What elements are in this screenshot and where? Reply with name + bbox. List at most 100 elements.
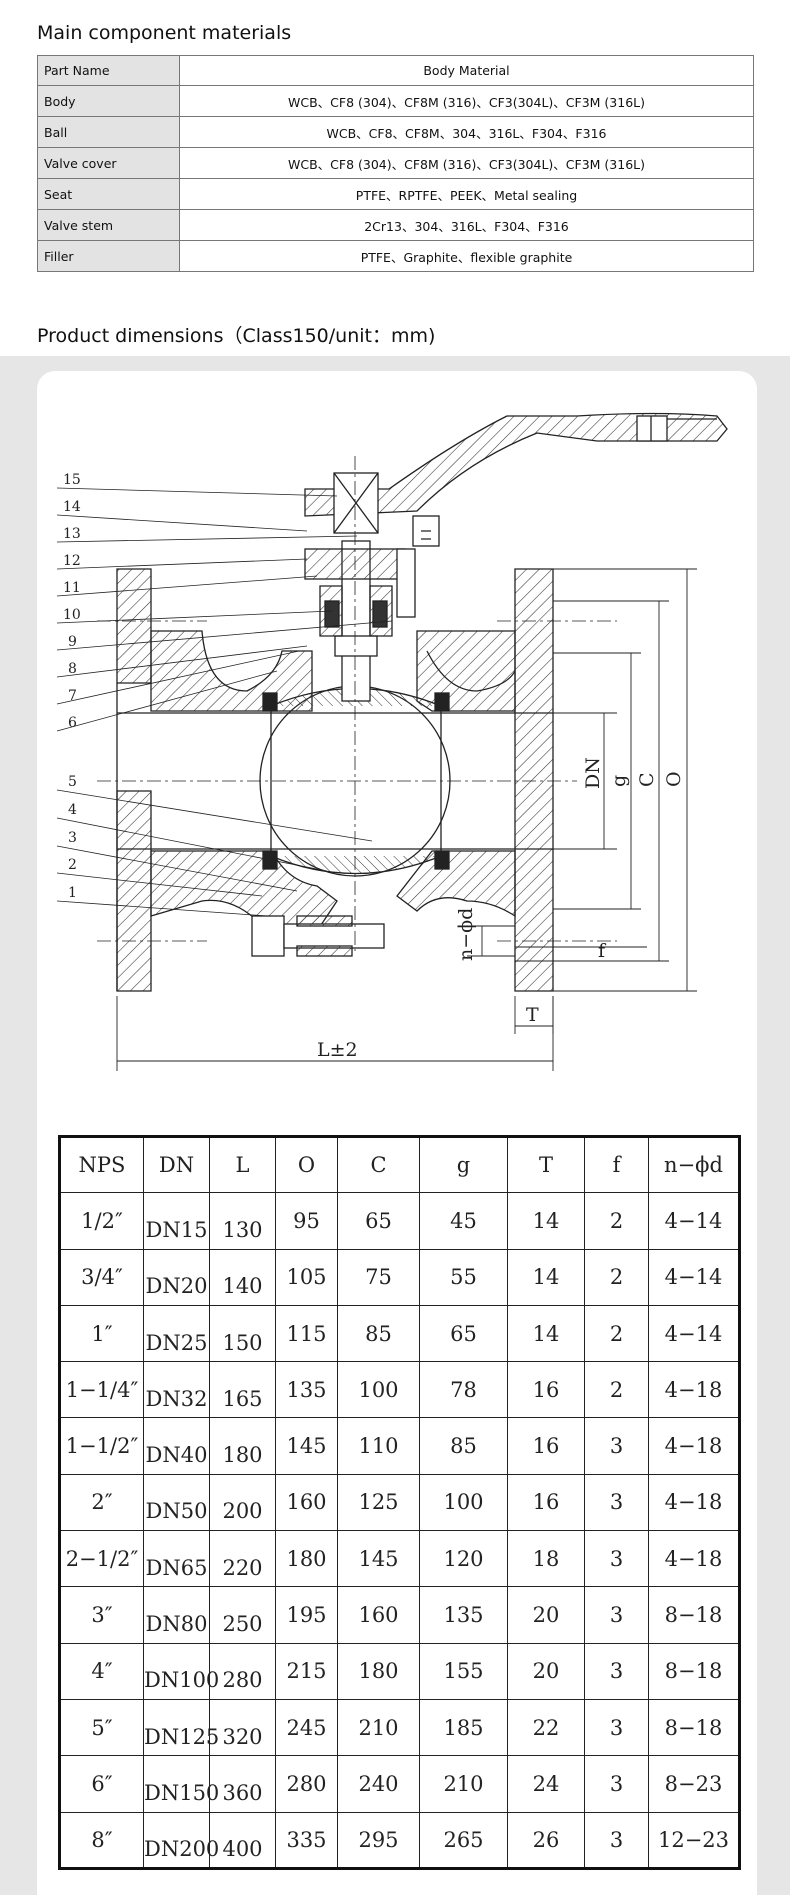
dimensions-cell: 85	[337, 1304, 420, 1363]
dimensions-cell: 4−18	[648, 1530, 740, 1588]
dimensions-cell: 14	[507, 1304, 585, 1363]
body-material-cell: WCB、CF8、CF8M、304、316L、F304、F316	[179, 116, 754, 148]
dim-label-dn: DN	[582, 757, 604, 789]
part-name-cell: Valve cover	[37, 147, 180, 179]
dim-label-o: O	[663, 771, 685, 787]
dimensions-cell: 20	[507, 1642, 585, 1700]
dimensions-cell: 3	[584, 1417, 649, 1475]
dimensions-cell: 4″	[59, 1642, 144, 1700]
dimensions-cell: 215	[275, 1642, 338, 1700]
dimensions-cell: 100	[419, 1473, 508, 1532]
dimensions-cell: 85	[419, 1417, 508, 1475]
dimensions-cell: 8−23	[648, 1755, 740, 1813]
dimensions-cell: g	[419, 1135, 508, 1194]
dimensions-cell: 245	[275, 1698, 338, 1757]
dimensions-cell: 45	[419, 1192, 508, 1250]
part-name-cell: Seat	[37, 178, 180, 210]
dimensions-cell: NPS	[59, 1135, 144, 1194]
body-material-cell: WCB、CF8 (304)、CF8M (316)、CF3(304L)、CF3M …	[179, 147, 754, 179]
dim-label-t: T	[526, 1004, 539, 1026]
dimensions-cell: 400	[209, 1811, 276, 1869]
dimensions-cell: L	[209, 1135, 276, 1194]
part-number: 14	[63, 499, 81, 515]
dimensions-cell: 4−18	[648, 1417, 740, 1475]
dimensions-cell: 14	[507, 1192, 585, 1250]
dimensions-cell: DN32	[143, 1361, 210, 1419]
dimensions-cell: 295	[337, 1811, 420, 1869]
body-material-cell: PTFE、RPTFE、PEEK、Metal sealing	[179, 178, 754, 210]
part-number: 3	[68, 830, 77, 846]
dimensions-cell: 3″	[59, 1586, 144, 1644]
dimensions-cell: 240	[337, 1755, 420, 1813]
part-number: 15	[63, 472, 81, 488]
dimensions-cell: 14	[507, 1248, 585, 1306]
dimensions-cell: 195	[275, 1586, 338, 1644]
dimensions-cell: 75	[337, 1248, 420, 1306]
part-number: 10	[63, 607, 81, 623]
seat-left	[262, 692, 278, 712]
dimensions-cell: DN50	[143, 1473, 210, 1532]
dimensions-cell: 12−23	[648, 1811, 740, 1869]
dimensions-cell: 120	[419, 1530, 508, 1588]
handle	[304, 412, 728, 517]
dimensions-cell: 65	[337, 1192, 420, 1250]
part-number: 1	[68, 885, 77, 901]
dimensions-cell: 2	[584, 1361, 649, 1419]
part-number: 7	[68, 688, 77, 704]
dimensions-cell: 145	[337, 1530, 420, 1588]
dimensions-cell: 8″	[59, 1811, 144, 1869]
dimensions-cell: 3	[584, 1698, 649, 1757]
dimensions-cell: 1−1/4″	[59, 1361, 144, 1419]
dimensions-cell: 130	[209, 1192, 276, 1250]
dimensions-cell: 16	[507, 1473, 585, 1532]
dimensions-cell: 1/2″	[59, 1192, 144, 1250]
part-number: 13	[63, 526, 81, 542]
dimensions-cell: 3	[584, 1530, 649, 1588]
dimensions-cell: 24	[507, 1755, 585, 1813]
dimensions-cell: 280	[209, 1642, 276, 1700]
dimensions-cell: C	[337, 1135, 420, 1194]
dimensions-cell: 150	[209, 1304, 276, 1363]
dimensions-cell: 220	[209, 1530, 276, 1588]
part-number: 8	[68, 661, 77, 677]
dimensions-cell: DN125	[143, 1698, 219, 1757]
part-number: 11	[63, 580, 81, 596]
dimensions-cell: 20	[507, 1586, 585, 1644]
dimensions-cell: f	[584, 1135, 649, 1194]
body-material-cell: PTFE、Graphite、flexible graphite	[179, 240, 754, 272]
dimensions-cell: DN	[143, 1135, 210, 1194]
dim-label-f: f	[598, 940, 607, 962]
dimensions-cell: 250	[209, 1586, 276, 1644]
dim-label-l: L±2	[317, 1039, 358, 1061]
dimensions-cell: 3	[584, 1642, 649, 1700]
dimensions-cell: 3	[584, 1755, 649, 1813]
dimensions-cell: 3/4″	[59, 1248, 144, 1306]
dimensions-cell: DN200	[143, 1811, 219, 1869]
part-name-cell: Valve stem	[37, 209, 180, 241]
dimensions-cell: 2−1/2″	[59, 1530, 144, 1588]
seat-right	[434, 692, 450, 712]
part-number: 4	[68, 802, 77, 818]
dimensions-cell: 65	[419, 1304, 508, 1363]
dimensions-cell: 335	[275, 1811, 338, 1869]
dimensions-cell: 165	[209, 1361, 276, 1419]
dimensions-cell: 180	[337, 1642, 420, 1700]
dimensions-cell: DN100	[143, 1642, 219, 1700]
dimensions-cell: 26	[507, 1811, 585, 1869]
part-number: 2	[68, 857, 77, 873]
valve-section-drawing: 15 14 13 12 11 10 9 8 7 6 5 4 3 2 1 DN g…	[56, 412, 728, 1071]
dimensions-cell: 320	[209, 1698, 276, 1757]
body-bolt	[251, 915, 285, 957]
